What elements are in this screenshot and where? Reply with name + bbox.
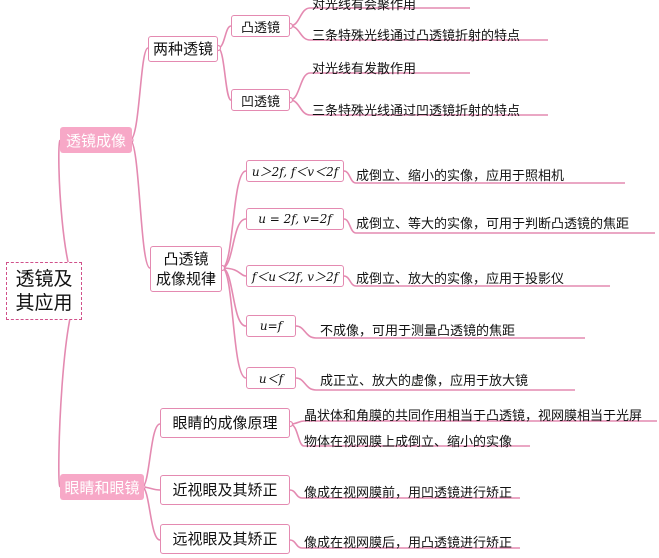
hyperopia-desc: 像成在视网膜后，用凸透镜进行矫正 bbox=[304, 536, 513, 551]
myopia-desc: 像成在视网膜前，用凹透镜进行矫正 bbox=[304, 486, 513, 501]
node-eye-imaging: 眼睛的成像原理 bbox=[160, 408, 290, 438]
node-two-lenses: 两种透镜 bbox=[148, 36, 218, 62]
rules-line1: 凸透镜 bbox=[163, 250, 209, 268]
branch-lens-imaging: 透镜成像 bbox=[60, 127, 132, 153]
node-convex-lens: 凸透镜 bbox=[231, 15, 290, 37]
root-line1: 透镜及 bbox=[15, 268, 73, 290]
branch-lens-imaging-label: 透镜成像 bbox=[66, 131, 127, 150]
case-4-desc: 不成像，可用于测量凸透镜的焦距 bbox=[320, 324, 516, 339]
convex-item-1: 对光线有会聚作用 bbox=[312, 0, 417, 13]
branch-eye-glasses-label: 眼睛和眼镜 bbox=[64, 478, 140, 497]
case-5-desc: 成正立、放大的虚像，应用于放大镜 bbox=[320, 374, 529, 389]
case-1-desc: 成倒立、缩小的实像，应用于照相机 bbox=[356, 169, 565, 184]
case-3-desc: 成倒立、放大的实像，应用于投影仪 bbox=[356, 272, 565, 287]
rules-line2: 成像规律 bbox=[155, 270, 216, 288]
node-convex-imaging-rules: 凸透镜 成像规律 bbox=[150, 246, 222, 292]
condition-case-2: u = 2f, v=2f bbox=[246, 208, 344, 230]
root-topic: 透镜及 其应用 bbox=[6, 262, 82, 320]
node-concave-lens-label: 凹透镜 bbox=[240, 94, 280, 110]
condition-case-2-text: u = 2f, v=2f bbox=[258, 212, 332, 226]
condition-case-1: u＞2f, f＜v＜2f bbox=[246, 160, 344, 182]
node-convex-lens-label: 凸透镜 bbox=[240, 20, 280, 36]
condition-case-5: u＜f bbox=[246, 367, 296, 389]
branch-eye-glasses: 眼睛和眼镜 bbox=[60, 474, 144, 500]
node-eye-imaging-label: 眼睛的成像原理 bbox=[172, 414, 278, 432]
eye-imaging-item-2: 物体在视网膜上成倒立、缩小的实像 bbox=[304, 435, 513, 450]
eye-imaging-item-1: 晶状体和角膜的共同作用相当于凸透镜，视网膜相当于光屏 bbox=[304, 409, 643, 424]
concave-item-2: 三条特殊光线通过凹透镜折射的特点 bbox=[312, 104, 521, 119]
root-line2: 其应用 bbox=[15, 292, 73, 314]
condition-case-4: u=f bbox=[246, 315, 296, 337]
condition-case-3-text: f＜u＜2f, v＞2f bbox=[251, 269, 339, 284]
node-hyperopia-label: 远视眼及其矫正 bbox=[172, 530, 278, 548]
node-hyperopia: 远视眼及其矫正 bbox=[160, 524, 290, 554]
concave-item-1: 对光线有发散作用 bbox=[312, 62, 417, 77]
node-two-lenses-label: 两种透镜 bbox=[152, 40, 213, 58]
case-2-desc: 成倒立、等大的实像，可用于判断凸透镜的焦距 bbox=[356, 217, 630, 232]
node-myopia: 近视眼及其矫正 bbox=[160, 475, 290, 505]
condition-case-5-text: u＜f bbox=[258, 371, 284, 386]
node-concave-lens: 凹透镜 bbox=[231, 89, 290, 111]
node-myopia-label: 近视眼及其矫正 bbox=[172, 481, 278, 499]
condition-case-4-text: u=f bbox=[259, 319, 283, 333]
condition-case-1-text: u＞2f, f＜v＜2f bbox=[251, 164, 339, 179]
condition-case-3: f＜u＜2f, v＞2f bbox=[246, 265, 344, 287]
convex-item-2: 三条特殊光线通过凸透镜折射的特点 bbox=[312, 29, 521, 44]
